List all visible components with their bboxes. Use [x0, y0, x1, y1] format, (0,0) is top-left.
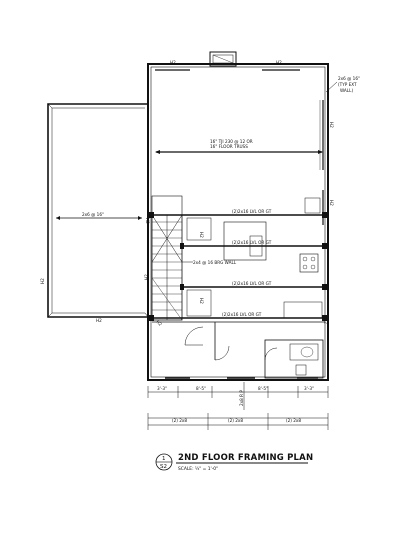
dim-1: 3'-3"	[157, 386, 167, 391]
tag-h2-mid6: H2	[155, 319, 163, 327]
floor-truss-arrow	[155, 150, 323, 154]
tag-h2-mid3: H2	[145, 218, 150, 224]
closet-left	[186, 217, 212, 317]
posts	[149, 212, 327, 321]
title-bubble	[155, 453, 173, 471]
vertical-header-label: 2x8 R P	[239, 390, 244, 406]
stair-landing	[151, 195, 183, 216]
dimension-line	[147, 386, 329, 398]
right-windows	[319, 100, 324, 225]
garage-span-arrow	[56, 216, 142, 220]
lower-rooms	[152, 301, 324, 379]
tag-h2-bottom: H2	[96, 318, 102, 323]
bubble-bottom-sheet: S2	[160, 464, 167, 470]
brg-wall-label: 2x4 @ 16 BRG WALL	[193, 260, 237, 265]
tag-h2-mid4: H2	[144, 274, 149, 280]
stair	[151, 214, 183, 321]
floor-truss-label: 16" TJI 230 @ 12 OR	[210, 139, 253, 144]
floor-truss-label-2: 16" FLOOR TRUSS	[210, 144, 248, 149]
bubble-top-number: 1	[162, 456, 166, 462]
plan-scale: SCALE: ¼" = 1'-0"	[178, 466, 218, 472]
header-1: (2) 2x8	[172, 418, 187, 423]
tag-h2-top-right: H2	[276, 60, 282, 65]
chimney	[209, 51, 237, 67]
ext-wall-note: 2x6 @ 16"	[338, 76, 360, 81]
dim-2: 8'-5"	[196, 386, 206, 391]
garage-wall-label: 2x6 @ 16"	[82, 212, 104, 217]
tag-h2-right-lower: H2	[329, 200, 334, 206]
dim-3: 8'-5"	[258, 386, 268, 391]
header-line	[147, 413, 329, 430]
dim-4: 3'-3"	[304, 386, 314, 391]
header-3: (2) 2x8	[286, 418, 301, 423]
beam-1-label: (2)2x16 LVL OR GT	[232, 209, 272, 214]
tag-h2-right: H2	[329, 122, 334, 128]
tag-h2-top-left: H2	[170, 60, 176, 65]
garage-outline	[47, 103, 149, 318]
header-2: (2) 2x8	[228, 418, 243, 423]
tag-h2-left: H2	[40, 278, 45, 284]
ext-wall-note-2: (TYP EXT	[338, 82, 357, 87]
beam-4-label: (2)2x16 LVL OR GT	[222, 312, 262, 317]
beam-2-label: (2)2x16 LVL OR GT	[232, 240, 272, 245]
beam-3-label: (2)2x16 LVL OR GT	[232, 281, 272, 286]
ext-wall-note-3: WALL)	[340, 88, 353, 93]
tag-h2-mid2: H2	[199, 298, 204, 304]
plan-title: 2ND FLOOR FRAMING PLAN	[178, 453, 313, 463]
tag-h2-mid5: H2	[323, 318, 328, 324]
ext-wall-leader	[325, 81, 338, 93]
kitchen-counter	[223, 197, 321, 273]
tag-h2-mid: H2	[199, 232, 204, 238]
